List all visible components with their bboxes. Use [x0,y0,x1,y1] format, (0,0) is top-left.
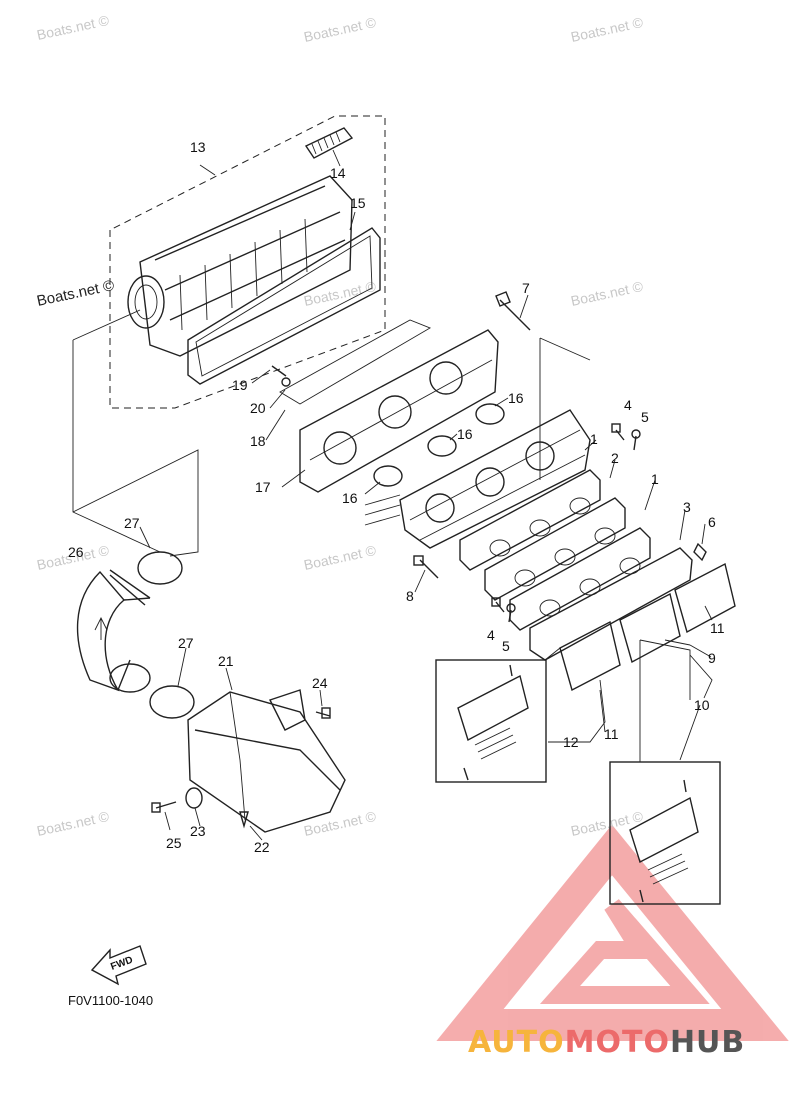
callout-16: 16 [342,490,358,506]
callout-9: 9 [708,650,716,666]
logo-part-moto: MOTO [565,1025,670,1060]
callout-1: 1 [651,471,659,487]
leader-lines [72,149,713,841]
callout-2: 2 [611,450,619,466]
callout-5: 5 [502,638,510,654]
part-7-bolt [495,291,531,331]
callout-27: 27 [178,635,194,651]
detail-box-12 [435,659,547,783]
part-26-air-duct [76,569,151,693]
logo-part-auto: AUTO [468,1025,565,1060]
watermark: Boats.net © [569,278,645,309]
callout-23: 23 [190,823,206,839]
automotohub-logo: AUTOMOTOHUB [468,1025,745,1060]
callout-10: 10 [694,697,710,713]
part-15-gasket [187,227,381,385]
watermark: Boats.net © [35,277,115,310]
detail-10-reed [629,779,699,903]
callout-4: 4 [487,627,495,643]
part-21-housing [187,689,346,833]
callout-6: 6 [708,514,716,530]
callout-12: 12 [563,734,579,750]
part-14-clip [304,127,354,159]
callout-26: 26 [68,544,84,560]
callout-14: 14 [330,165,346,181]
part-3-plate [529,547,693,661]
part-18-sheet [279,319,432,405]
assembly-13-boundary [109,115,386,409]
callout-labels: 13 14 15 7 19 20 18 17 16 16 16 4 5 1 2 … [68,139,725,855]
callout-17: 17 [255,479,271,495]
watermark: Boats.net © [569,14,645,45]
watermarks: Boats.net © Boats.net © Boats.net © Boat… [35,12,645,839]
callout-11: 11 [604,726,619,742]
gaskets-1-2 [459,469,651,631]
fwd-arrow-icon: FWD [90,945,147,986]
callout-16: 16 [457,426,473,442]
part-13-airbox-cover [127,175,353,357]
automotohub-logo-mark [436,824,789,1041]
throttle-body-assembly [364,409,591,549]
callout-15: 15 [350,195,366,211]
watermark: Boats.net © [35,808,111,839]
callout-18: 18 [250,433,266,449]
detail-box-10 [609,761,721,905]
callout-22: 22 [254,839,270,855]
callout-1: 1 [590,431,598,447]
small-fittings [151,707,331,829]
callout-7: 7 [522,280,530,296]
callout-11: 11 [710,620,725,636]
watermark: Boats.net © [35,12,111,43]
callout-20: 20 [250,400,266,416]
callout-25: 25 [166,835,182,851]
callout-4: 4 [624,397,632,413]
callout-24: 24 [312,675,328,691]
reed-valves [559,562,736,692]
part-17-plate [299,329,499,493]
logo-part-hub: HUB [670,1025,745,1060]
watermark: Boats.net © [302,808,378,839]
callout-21: 21 [218,653,234,669]
watermark: Boats.net © [302,14,378,45]
watermark: Boats.net © [302,542,378,573]
callout-3: 3 [683,499,691,515]
diagram-code: F0V1100-1040 [68,993,153,1008]
callout-16: 16 [508,390,524,406]
detail-12-reed [457,664,529,781]
callout-5: 5 [641,409,649,425]
callout-19: 19 [232,377,248,393]
callout-13: 13 [190,139,206,155]
small-bolts [271,365,707,623]
part-16-o-rings [373,403,505,487]
callout-8: 8 [406,588,414,604]
callout-27: 27 [124,515,140,531]
